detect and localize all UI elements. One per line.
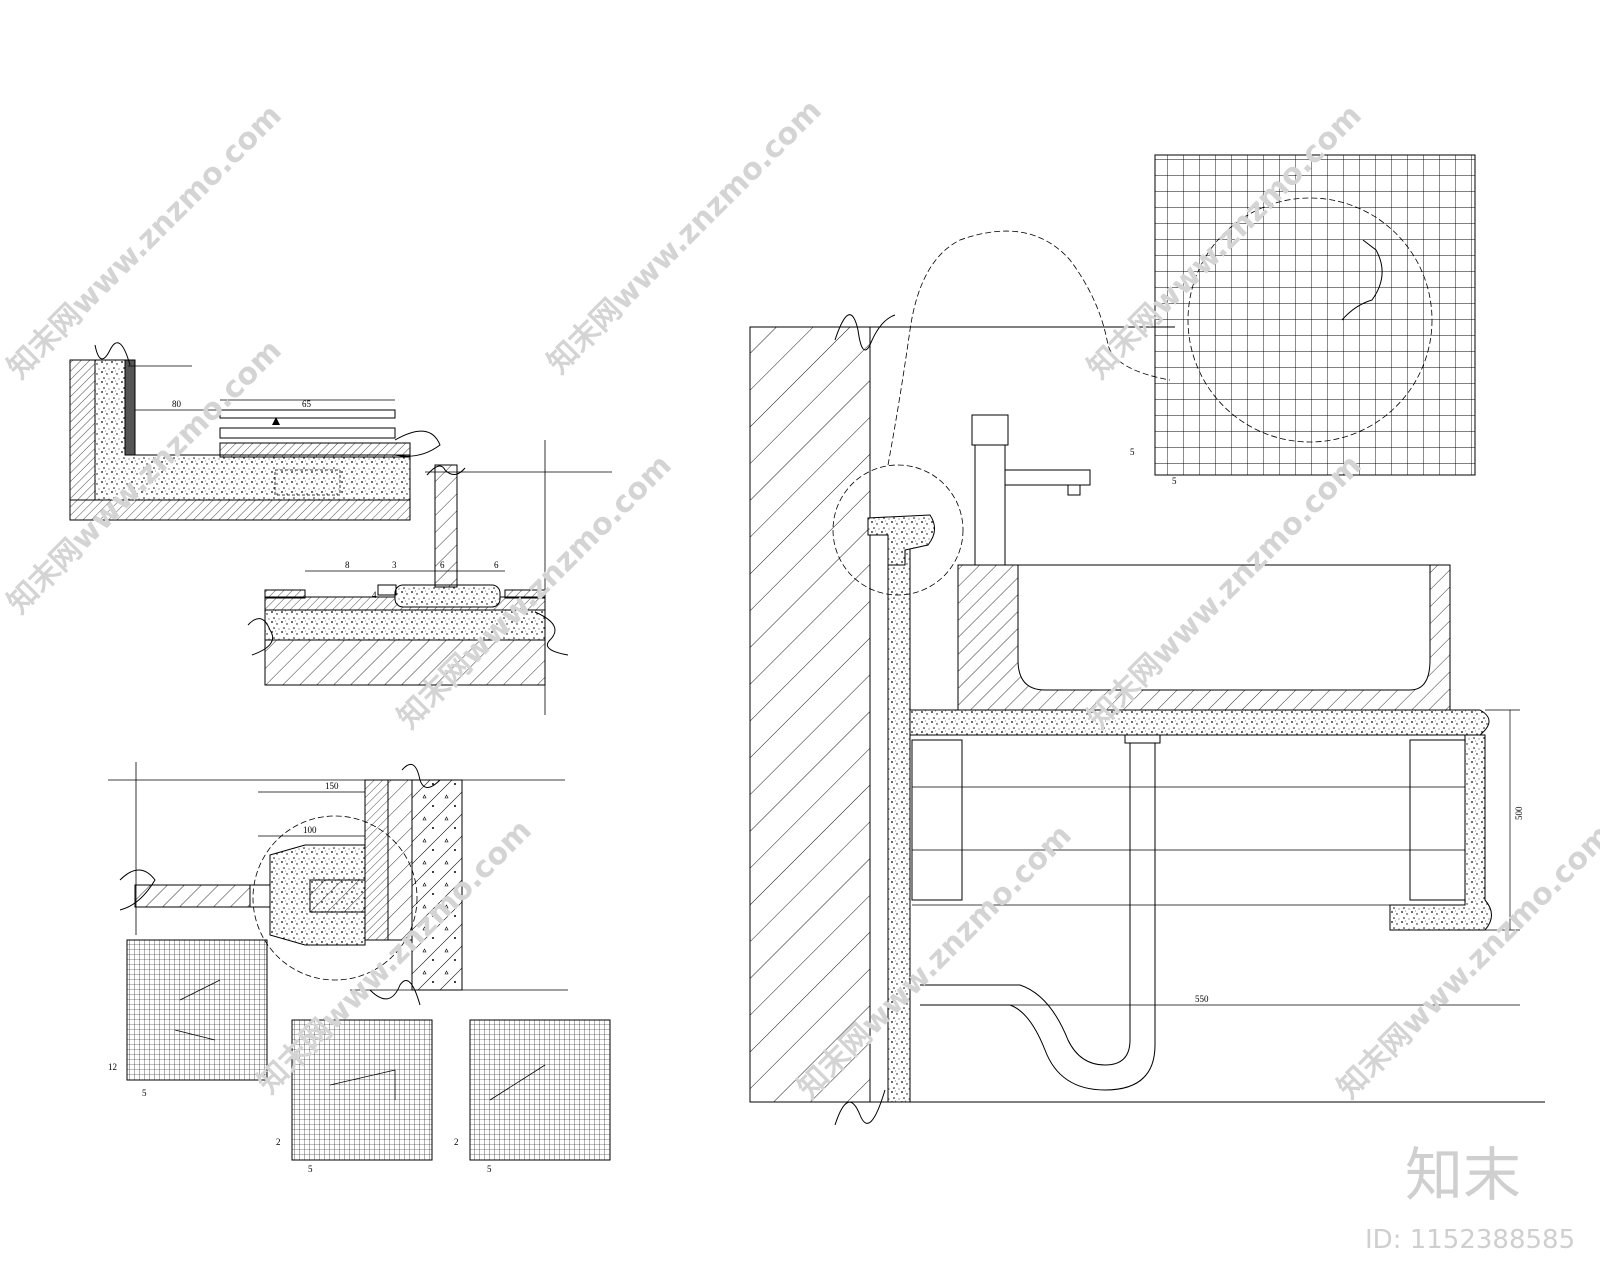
dim-6a: 6	[440, 560, 445, 570]
dim-550: 550	[1195, 994, 1209, 1004]
dim-100: 100	[303, 825, 317, 835]
dim-5c: 5	[487, 1164, 492, 1174]
dim-65: 65	[302, 399, 312, 409]
dim-5b: 5	[308, 1164, 313, 1174]
dim-5a: 5	[142, 1088, 147, 1098]
detail-wall-shelf-section: 150 100	[108, 762, 568, 1006]
detail-threshold-section: 80 65	[69, 342, 441, 521]
dim-12: 12	[108, 1062, 117, 1072]
tile-grid-swatch-1: 12 5	[108, 939, 268, 1098]
dim-2a: 2	[276, 1137, 281, 1147]
tile-grid-swatch-3: 2 5	[454, 1019, 611, 1174]
dim-2b: 2	[454, 1137, 459, 1147]
dim-80: 80	[172, 399, 182, 409]
dim-3: 3	[392, 560, 397, 570]
dim-8: 8	[345, 560, 350, 570]
tile-grid-large: 5 5	[1130, 154, 1476, 486]
brand-logo: 知末	[1405, 1141, 1521, 1209]
dim-6b: 6	[494, 560, 499, 570]
tile-grid-swatch-2: 2 5	[276, 1019, 433, 1174]
dim-5e: 5	[1172, 476, 1177, 486]
drawing-id: ID: 1152388585	[1365, 1225, 1575, 1255]
dim-150: 150	[325, 781, 339, 791]
dim-5d: 5	[1130, 447, 1135, 457]
detail-washbasin-section: 500 550	[749, 230, 1545, 1126]
watermark-text-1: 知末网www.znzmo.com	[1, 98, 289, 386]
dim-4: 4	[372, 590, 377, 600]
detail-step-post-section: 8 3 6 6 4	[247, 440, 612, 715]
dim-500: 500	[1514, 806, 1524, 820]
